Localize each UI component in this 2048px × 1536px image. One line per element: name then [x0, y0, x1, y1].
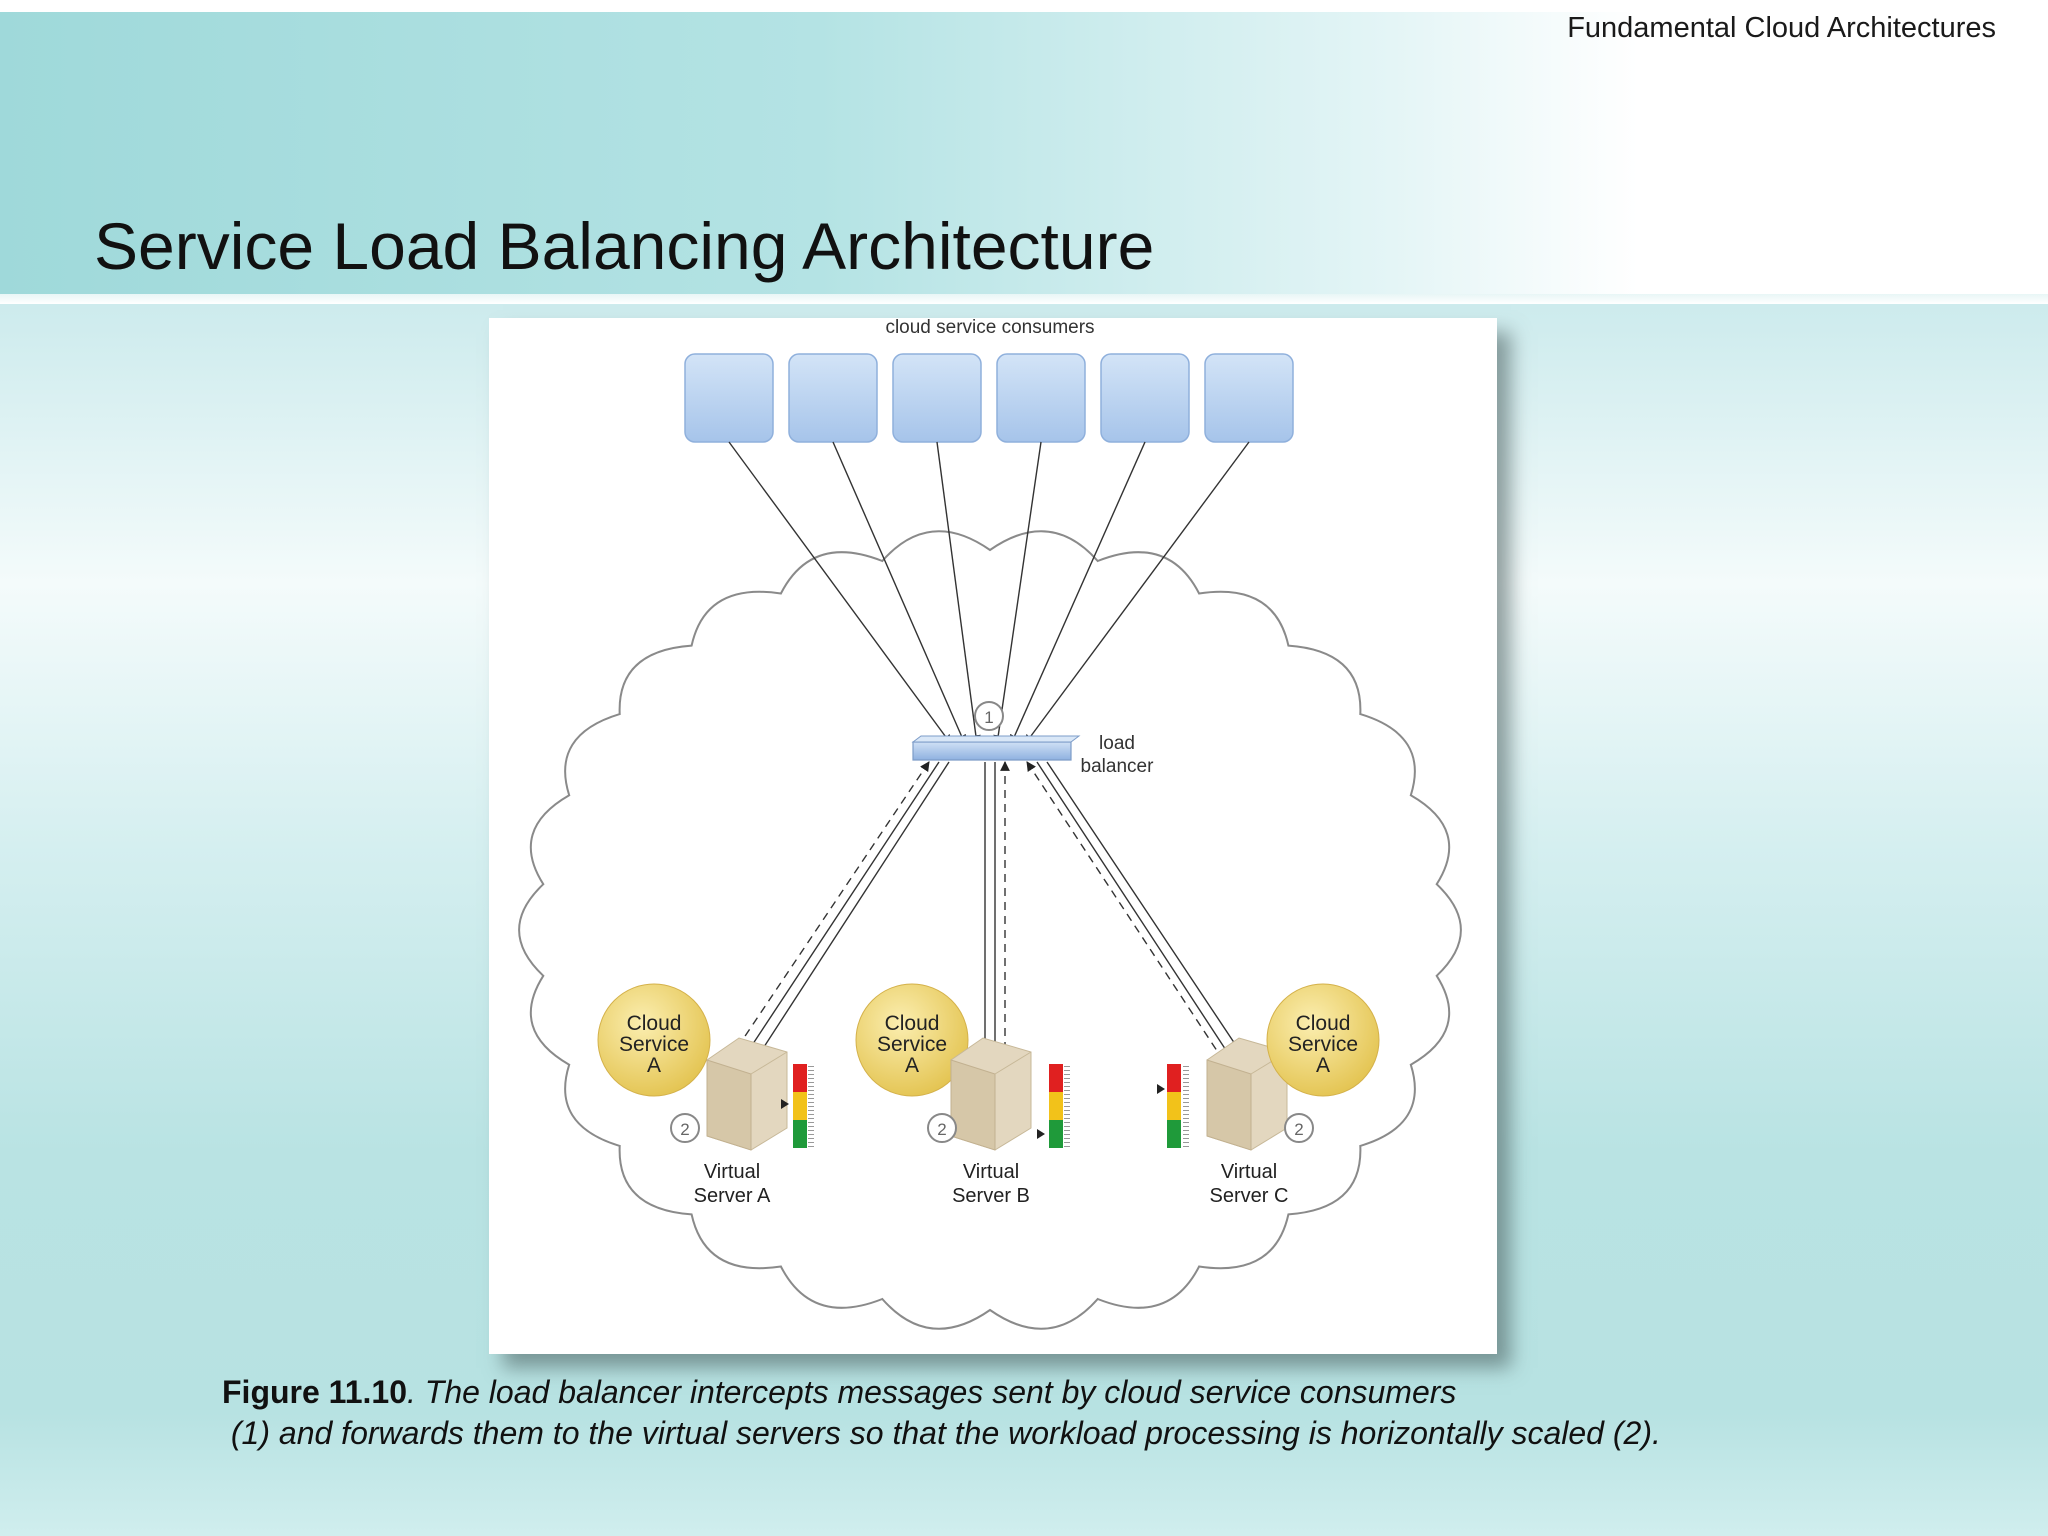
service-label-line1: Cloud — [885, 1012, 940, 1035]
forwarding-arrows — [724, 761, 1252, 1071]
caption-line-2: (1) and forwards them to the virtual ser… — [222, 1413, 1661, 1454]
step-marker-2-label: 2 — [937, 1120, 946, 1139]
load-balancing-diagram: cloud service consumers 1 load balancer — [518, 318, 1462, 1330]
server-group-a: Cloud Service A 2 Virtual Server A — [597, 983, 814, 1207]
service-label-line2: Service — [877, 1033, 947, 1056]
step-marker-2-label: 2 — [680, 1120, 689, 1139]
consumer-box-3 — [892, 353, 982, 443]
step-marker-1-label: 1 — [984, 708, 993, 727]
cloud-shape — [518, 530, 1462, 1330]
server-label-line1: Virtual — [1221, 1161, 1277, 1183]
server-group-c: Cloud Service A 2 Virtual Server C — [1157, 983, 1380, 1207]
cloud-service-c-circle — [1266, 983, 1380, 1097]
server-label-line2: Server A — [694, 1185, 771, 1207]
server-icon — [950, 1037, 1032, 1151]
load-balancer-label-line1: load — [1099, 733, 1135, 754]
service-label-line2: Service — [1288, 1033, 1358, 1056]
header-band — [0, 12, 2048, 294]
caption-text-line2: (1) and forwards them to the virtual ser… — [222, 1415, 1661, 1451]
load-balancer — [911, 735, 1081, 761]
consumers-label: cloud service consumers — [885, 318, 1094, 338]
consumer-box-1 — [684, 353, 774, 443]
figure-panel — [489, 318, 1497, 1354]
request-arrows — [728, 441, 1250, 745]
cloud-service-consumers — [684, 353, 1294, 443]
caption-line-1: Figure 11.10. The load balancer intercep… — [222, 1372, 1661, 1413]
server-label-line2: Server B — [952, 1185, 1030, 1207]
server-label-line1: Virtual — [704, 1161, 760, 1183]
server-icon — [1206, 1037, 1288, 1151]
server-group-b: Cloud Service A 2 Virtual Server B — [855, 983, 1070, 1207]
consumer-box-2 — [788, 353, 878, 443]
server-icon — [706, 1037, 788, 1151]
cloud-boundary — [518, 530, 1462, 1330]
top-strip — [0, 0, 2048, 12]
service-label-line1: Cloud — [1296, 1012, 1351, 1035]
figure-label: Figure 11.10 — [222, 1374, 407, 1410]
server-label-line1: Virtual — [963, 1161, 1019, 1183]
cloud-service-a-circle — [597, 983, 711, 1097]
server-label-line2: Server C — [1210, 1185, 1289, 1207]
load-meter — [781, 1064, 814, 1148]
service-label-line1: Cloud — [627, 1012, 682, 1035]
step-marker-2: 2 — [670, 1113, 700, 1143]
service-label-line3: A — [905, 1054, 919, 1077]
service-label-line2: Service — [619, 1033, 689, 1056]
step-marker-2: 2 — [927, 1113, 957, 1143]
slide-title: Service Load Balancing Architecture — [94, 209, 1155, 283]
load-meter — [1157, 1064, 1189, 1148]
service-label-line3: A — [647, 1054, 661, 1077]
load-balancer-label-line2: balancer — [1081, 756, 1155, 777]
load-meter — [1037, 1064, 1070, 1148]
deck-title: Fundamental Cloud Architectures — [1567, 12, 1996, 44]
cloud-service-b-circle — [855, 983, 969, 1097]
step-marker-2-label: 2 — [1294, 1120, 1303, 1139]
service-label-line3: A — [1316, 1054, 1330, 1077]
figure-caption: Figure 11.10. The load balancer intercep… — [222, 1372, 1661, 1454]
consumer-box-5 — [1100, 353, 1190, 443]
caption-text-line1: . The load balancer intercepts messages … — [406, 1374, 1457, 1410]
step-marker-1: 1 — [974, 701, 1004, 731]
header-divider — [0, 294, 2048, 304]
step-marker-2: 2 — [1284, 1113, 1314, 1143]
consumer-box-6 — [1204, 353, 1294, 443]
consumer-box-4 — [996, 353, 1086, 443]
